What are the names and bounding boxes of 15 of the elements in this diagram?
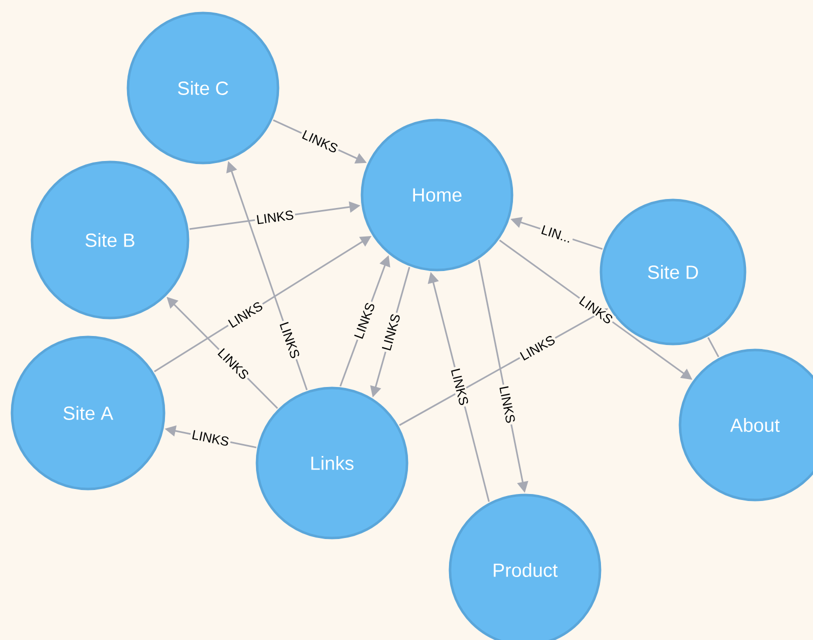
graph-node: Site C [126, 12, 280, 164]
edge-label: LINKS [192, 430, 229, 446]
graph-node: Links [256, 386, 408, 540]
edge-label: LINKS [451, 368, 468, 406]
edge-label: LINKS [256, 210, 294, 224]
edge-label: LINKS [354, 302, 374, 339]
edge-label: LIN... [541, 225, 570, 243]
graph-node: Home [360, 118, 514, 272]
graph-node: Site B [30, 160, 190, 320]
edge-label: LINKS [280, 322, 300, 358]
graph-node: Product [448, 494, 602, 640]
edge-label: LINKS [500, 386, 515, 423]
graph-node: Site A [10, 336, 166, 490]
graph-node: About [678, 348, 813, 502]
edge-label: LINKS [382, 314, 400, 351]
